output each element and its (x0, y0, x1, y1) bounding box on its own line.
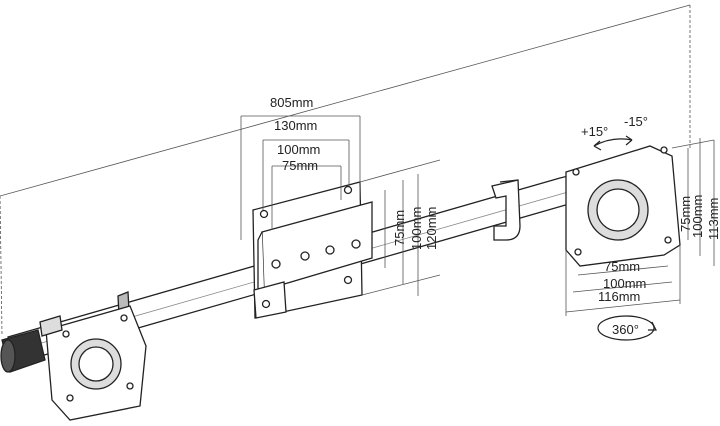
left-vesa-head (39, 291, 147, 421)
label-plate-75: 75mm (282, 158, 318, 173)
label-head-h116: 116mm (598, 289, 640, 304)
label-head-v75: 75mm (678, 196, 693, 232)
label-plate-v75: 75mm (392, 210, 407, 246)
right-vesa-head (565, 145, 681, 267)
label-plate-130: 130mm (274, 118, 317, 133)
left-head-holes (62, 314, 134, 402)
label-tilt-plus: +15° (581, 124, 608, 139)
tube-end-cap (0, 329, 46, 373)
wall-plate-dimensions (240, 115, 441, 296)
label-tilt-minus: -15° (624, 114, 648, 129)
overall-width-dimension (0, 4, 691, 336)
label-plate-v100: 100mm (409, 207, 424, 250)
label-head-h75: 75mm (604, 259, 640, 274)
tilt-arrows (593, 135, 633, 151)
right-head-holes (572, 146, 672, 256)
label-plate-v120: 120mm (424, 207, 439, 250)
head-dimensions (565, 138, 715, 316)
center-wall-plate (252, 181, 373, 319)
label-head-v113: 113mm (706, 198, 720, 240)
label-plate-100: 100mm (277, 142, 320, 157)
wall-plate-holes (259, 185, 361, 309)
label-head-h100: 100mm (603, 276, 646, 291)
center-hook-clamp (491, 179, 521, 241)
rotation-arrow (597, 315, 657, 341)
label-overall-width: 805mm (270, 95, 313, 110)
label-head-v100: 100mm (690, 195, 705, 238)
label-rotation: 360° (612, 322, 639, 337)
